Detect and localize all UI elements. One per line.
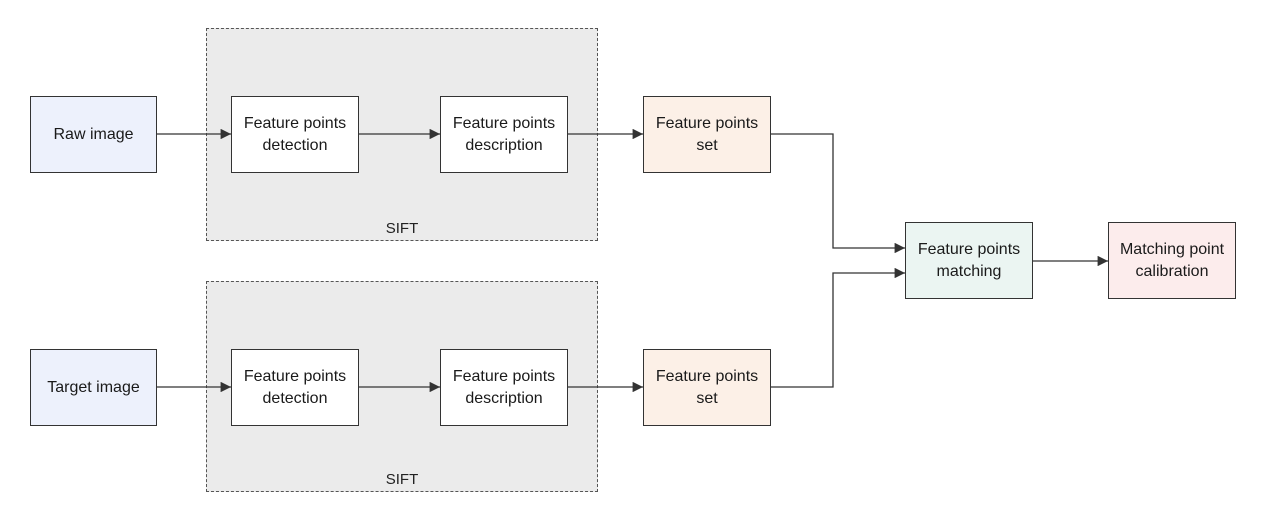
target-image-node: Target image	[30, 349, 157, 426]
node-label: Raw image	[53, 125, 134, 143]
node-label: Feature points description	[452, 367, 556, 407]
feature-matching-node: Feature points matching	[905, 222, 1033, 299]
node-label: Feature points detection	[243, 367, 347, 407]
node-label: Feature points set	[655, 367, 759, 407]
edge-set-to-matching	[771, 267, 905, 388]
node-label: Feature points description	[452, 114, 556, 154]
node-label: Feature points matching	[917, 240, 1021, 280]
feature-set-node: Feature points set	[643, 96, 771, 173]
feature-detection-node: Feature points detection	[231, 349, 359, 426]
node-label: Target image	[47, 378, 140, 396]
feature-description-node: Feature points description	[440, 96, 568, 173]
sift-group-label: SIFT	[385, 220, 419, 237]
raw-image-node: Raw image	[30, 96, 157, 173]
feature-description-node: Feature points description	[440, 349, 568, 426]
feature-detection-node: Feature points detection	[231, 96, 359, 173]
node-label: Feature points set	[655, 114, 759, 154]
node-label: Feature points detection	[243, 114, 347, 154]
node-label: Matching point calibration	[1119, 240, 1225, 280]
feature-set-node: Feature points set	[643, 349, 771, 426]
sift-group-label: SIFT	[385, 471, 419, 488]
matching-calibration-node: Matching point calibration	[1108, 222, 1236, 299]
edge-set-to-matching	[771, 133, 905, 254]
